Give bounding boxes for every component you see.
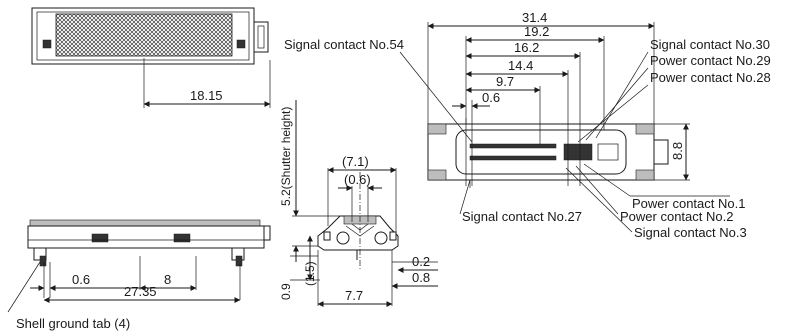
side-view-tab-left (323, 231, 331, 241)
front-view-end-latch (263, 225, 271, 241)
shell-ground-leader (7, 261, 41, 313)
top-view-pin-right (236, 39, 246, 49)
leader-signal-30 (595, 51, 649, 139)
right-view-socket (455, 129, 627, 175)
front-view-body (27, 225, 265, 249)
leader-signal-27 (459, 179, 471, 215)
right-view-power-block (563, 143, 593, 161)
front-view-slot-left (91, 233, 109, 243)
callout-power-contact-28: Power contact No.28 (650, 70, 771, 85)
right-view-corner-tl (427, 123, 447, 135)
dim-0-6-side: (0.6) (344, 172, 371, 187)
callout-power-contact-29: Power contact No.29 (650, 53, 771, 68)
dim-0-6-front: 0.6 (72, 272, 90, 287)
side-view-boss-right (374, 231, 388, 245)
dim-0-9: 0.9 (279, 283, 293, 300)
dim-9-7: 9.7 (496, 74, 514, 89)
right-view-latch (653, 139, 669, 165)
top-view: 18.15 (31, 7, 271, 108)
dim-1-5: (1.5) (303, 261, 317, 286)
leader-power-2 (575, 165, 619, 215)
leader-signal-54 (399, 51, 473, 143)
right-view-contact-row-bottom (469, 155, 557, 161)
dim-8-8: 8.8 (670, 142, 685, 160)
dim-0-2: 0.2 (412, 254, 430, 269)
callout-power-contact-2: Power contact No.2 (620, 209, 733, 224)
shell-ground-tab-right (235, 255, 243, 267)
right-view-corner-br (635, 169, 655, 181)
dim-7-1: (7.1) (342, 154, 369, 169)
right-view-corner-bl (427, 169, 447, 181)
right-view: 31.4 19.2 16.2 14.4 9.7 0.6 8.8 Signal c… (284, 10, 771, 240)
leader-power-28 (577, 84, 649, 143)
top-view-inner-frame (36, 11, 250, 61)
front-view-top-plate (29, 219, 261, 227)
top-view-contact-field (55, 13, 233, 57)
side-view: 5.2(Shutter height) 0.9 (1.5) (7.1) (0.6… (279, 100, 438, 307)
dim-27-35: 27.35 (124, 284, 157, 299)
right-view-end-block (597, 143, 619, 161)
top-view-latch-inner (257, 25, 265, 49)
dim-19-2: 19.2 (524, 24, 549, 39)
leader-power-29 (585, 67, 649, 141)
callout-shell-ground-tab: Shell ground tab (4) (16, 316, 130, 331)
callout-signal-contact-3: Signal contact No.3 (634, 225, 747, 240)
side-view-tab-right (389, 231, 397, 241)
callout-signal-contact-27: Signal contact No.27 (462, 209, 582, 224)
dim-31-4: 31.4 (522, 10, 547, 25)
callout-power-contact-1: Power contact No.1 (632, 196, 745, 211)
top-view-pin-left (42, 39, 52, 49)
dim-5-2-shutter-height: 5.2(Shutter height) (279, 107, 293, 206)
front-view: 0.6 8 27.35 Shell ground tab (4) (7, 219, 271, 331)
top-view-latch-right (253, 21, 269, 53)
dim-14-4: 14.4 (508, 58, 533, 73)
dim-8: 8 (164, 272, 171, 287)
side-view-boss-left (336, 231, 350, 245)
callout-signal-contact-54: Signal contact No.54 (284, 37, 404, 52)
callout-signal-contact-30: Signal contact No.30 (650, 37, 770, 52)
leader-signal-3 (565, 167, 633, 233)
dim-16-2: 16.2 (514, 40, 539, 55)
dim-7-7: 7.7 (345, 288, 363, 303)
shell-ground-tab-left (39, 255, 47, 267)
leader-power-1 (583, 163, 631, 197)
front-view-slot-right (173, 233, 191, 243)
dim-0-8: 0.8 (412, 270, 430, 285)
dim-0-6-right: 0.6 (482, 90, 500, 105)
dim-18-15: 18.15 (190, 88, 223, 103)
right-view-corner-tr (635, 123, 655, 135)
right-view-contact-row-top (469, 143, 557, 149)
